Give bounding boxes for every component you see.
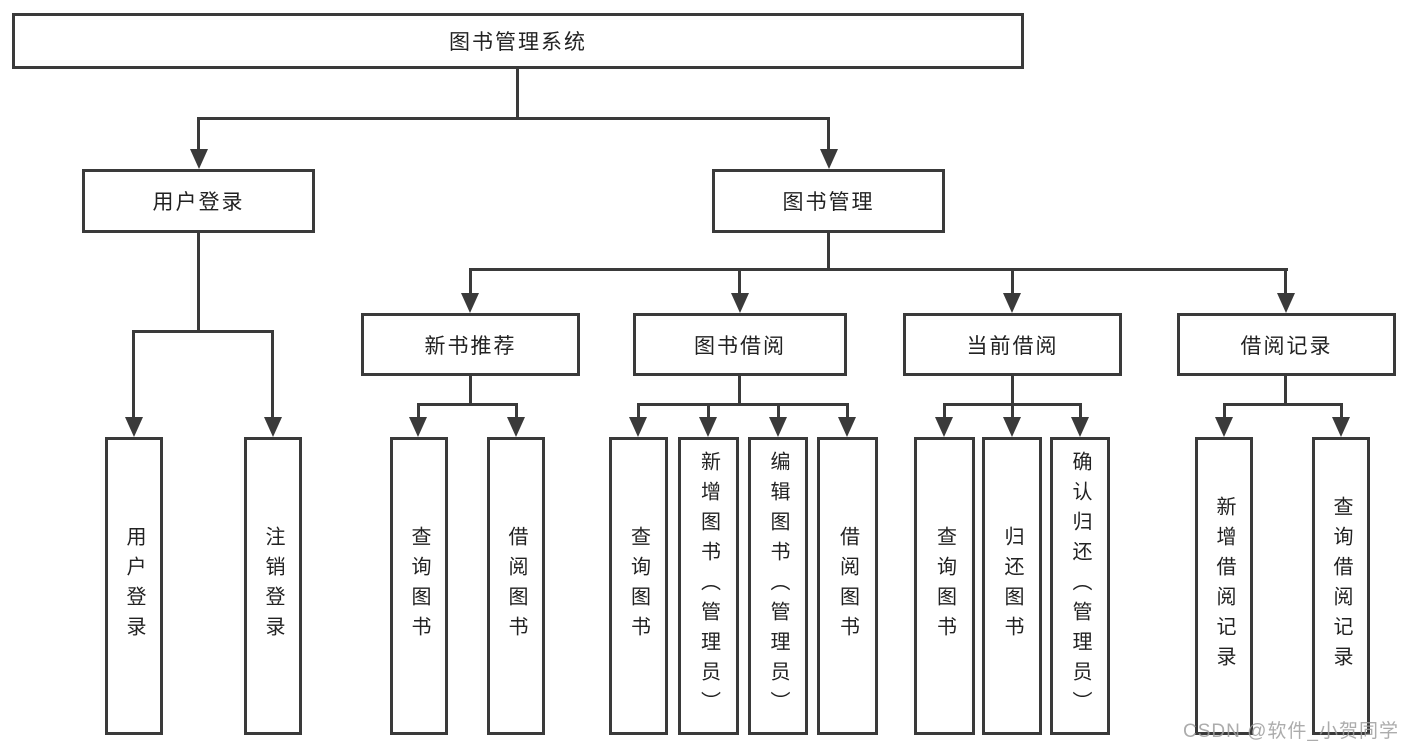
node-new-book-rec: 新书推荐	[361, 313, 580, 376]
connector-drop-edit-book	[777, 403, 780, 419]
connector-new-book-rec-branch	[417, 403, 518, 406]
leaf-add-book: 新增图书（管理员）	[678, 437, 739, 735]
connector-drop-add-book	[707, 403, 710, 419]
arrowhead-add-book	[699, 417, 717, 437]
connector-root-stem	[516, 68, 519, 120]
connector-drop-confirm-return	[1079, 403, 1082, 419]
node-book-mgmt: 图书管理	[712, 169, 945, 233]
connector-new-book-rec-stem	[469, 376, 472, 406]
node-borrow-record-label: 借阅记录	[1240, 334, 1333, 358]
leaf-add-book-label: 新增图书（管理员）	[697, 451, 720, 721]
arrowhead-add-borrow-record	[1215, 417, 1233, 437]
leaf-confirm-return-label: 确认归还（管理员）	[1069, 451, 1091, 721]
node-new-book-rec-label: 新书推荐	[424, 334, 517, 358]
leaf-query-book-1-label: 查询图书	[408, 526, 430, 646]
connector-user-login-stem	[197, 233, 200, 333]
arrowhead-leaf-user-login	[125, 417, 143, 437]
arrowhead-confirm-return	[1071, 417, 1089, 437]
connector-drop-borrow-book-2	[846, 403, 849, 419]
leaf-user-login: 用户登录	[105, 437, 163, 735]
node-root-system: 图书管理系统	[12, 13, 1024, 69]
arrowhead-borrow-book-2	[838, 417, 856, 437]
arrowhead-edit-book	[769, 417, 787, 437]
connector-drop-add-borrow-record	[1223, 403, 1226, 419]
connector-drop-borrow-record	[1284, 268, 1287, 295]
arrowhead-return-book	[1003, 417, 1021, 437]
node-user-login: 用户登录	[82, 169, 315, 233]
connector-drop-borrow-book-1	[515, 403, 518, 419]
connector-drop-book-mgmt	[827, 117, 830, 151]
arrowhead-book-borrow	[731, 293, 749, 313]
connector-book-borrow-branch	[637, 403, 849, 406]
connector-drop-return-book	[1011, 403, 1014, 419]
leaf-query-book-2: 查询图书	[609, 437, 668, 735]
leaf-edit-book: 编辑图书（管理员）	[748, 437, 808, 735]
connector-drop-query-book-2	[637, 403, 640, 419]
leaf-query-book-3: 查询图书	[914, 437, 975, 735]
leaf-borrow-book-2-label: 借阅图书	[836, 526, 859, 646]
leaf-add-borrow-record-label: 新增借阅记录	[1213, 496, 1235, 676]
connector-current-borrow-stem	[1011, 376, 1014, 406]
leaf-query-borrow-record-label: 查询借阅记录	[1330, 496, 1352, 676]
node-root-system-label: 图书管理系统	[449, 31, 587, 54]
node-book-mgmt-label: 图书管理	[782, 191, 875, 214]
connector-drop-leaf-user-login	[132, 330, 135, 417]
connector-borrow-record-branch	[1223, 403, 1343, 406]
node-book-borrow-label: 图书借阅	[694, 334, 786, 358]
connector-drop-query-book-3	[943, 403, 946, 419]
arrowhead-current-borrow	[1003, 293, 1021, 313]
leaf-borrow-book-1-label: 借阅图书	[505, 526, 527, 646]
leaf-return-book: 归还图书	[982, 437, 1042, 735]
node-user-login-label: 用户登录	[152, 191, 245, 214]
arrowhead-query-book-3	[935, 417, 953, 437]
leaf-edit-book-label: 编辑图书（管理员）	[767, 451, 789, 721]
connector-drop-leaf-logout	[271, 330, 274, 417]
node-current-borrow: 当前借阅	[903, 313, 1122, 376]
csdn-watermark: CSDN @软件_小贺同学	[1183, 721, 1399, 742]
arrowhead-borrow-book-1	[507, 417, 525, 437]
leaf-borrow-book-2: 借阅图书	[817, 437, 878, 735]
arrowhead-query-borrow-record	[1332, 417, 1350, 437]
leaf-query-borrow-record: 查询借阅记录	[1312, 437, 1370, 735]
connector-drop-current-borrow	[1011, 268, 1014, 295]
node-current-borrow-label: 当前借阅	[966, 334, 1059, 358]
connector-drop-book-borrow	[738, 268, 741, 295]
connector-root-branch	[197, 117, 830, 120]
connector-drop-query-borrow-record	[1340, 403, 1343, 419]
connector-book-mgmt-branch	[469, 268, 1288, 271]
leaf-query-book-2-label: 查询图书	[627, 526, 650, 646]
leaf-query-book-1: 查询图书	[390, 437, 448, 735]
arrowhead-leaf-logout	[264, 417, 282, 437]
arrowhead-user-login	[190, 149, 208, 169]
connector-drop-query-book-1	[417, 403, 420, 419]
leaf-confirm-return: 确认归还（管理员）	[1050, 437, 1110, 735]
connector-drop-new-book-rec	[469, 268, 472, 295]
leaf-return-book-label: 归还图书	[1001, 526, 1023, 646]
arrowhead-book-mgmt	[820, 149, 838, 169]
leaf-add-borrow-record: 新增借阅记录	[1195, 437, 1253, 735]
leaf-borrow-book-1: 借阅图书	[487, 437, 545, 735]
leaf-user-login-label: 用户登录	[123, 526, 145, 646]
leaf-query-book-3-label: 查询图书	[933, 526, 956, 646]
arrowhead-new-book-rec	[461, 293, 479, 313]
connector-drop-user-login	[197, 117, 200, 151]
node-book-borrow: 图书借阅	[633, 313, 847, 376]
leaf-logout: 注销登录	[244, 437, 302, 735]
leaf-logout-label: 注销登录	[262, 526, 284, 646]
connector-book-borrow-stem	[738, 376, 741, 406]
connector-book-mgmt-stem	[827, 233, 830, 271]
connector-borrow-record-stem	[1284, 376, 1287, 406]
arrowhead-query-book-2	[629, 417, 647, 437]
node-borrow-record: 借阅记录	[1177, 313, 1396, 376]
arrowhead-borrow-record	[1277, 293, 1295, 313]
arrowhead-query-book-1	[409, 417, 427, 437]
connector-user-login-branch	[132, 330, 274, 333]
